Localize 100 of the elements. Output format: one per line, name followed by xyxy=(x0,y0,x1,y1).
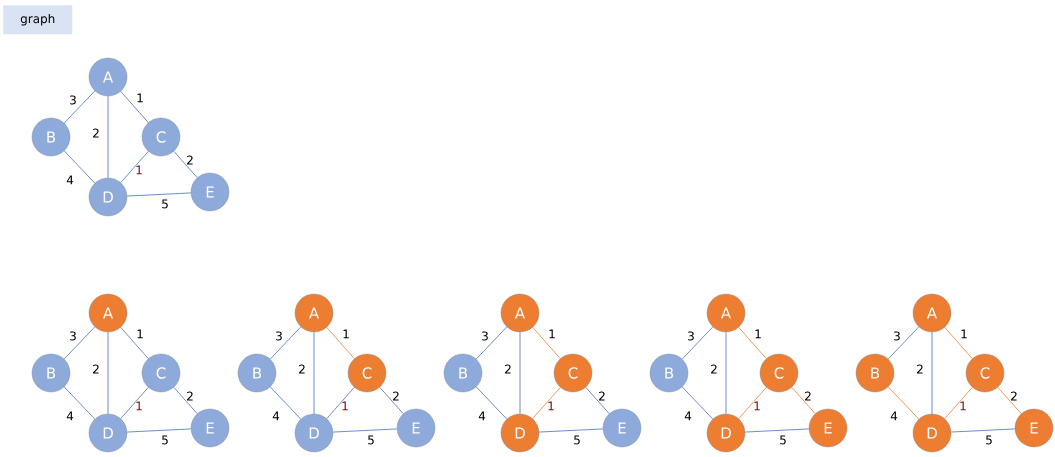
graph-edge xyxy=(738,387,767,419)
edge-weight: 1 xyxy=(137,329,143,339)
edge-weight: 2 xyxy=(187,155,193,165)
graph-edge xyxy=(944,327,973,359)
graph-vertex: C xyxy=(759,353,799,393)
edge-weight: 1 xyxy=(342,401,348,411)
edge-weight: 1 xyxy=(343,329,349,339)
graph-edge xyxy=(63,150,96,184)
edge-weight: 1 xyxy=(754,401,760,411)
graph-edge xyxy=(269,326,302,360)
edge-weight: 3 xyxy=(276,331,282,341)
edge-weight: 4 xyxy=(66,175,74,185)
graph-vertex: E xyxy=(808,408,848,448)
graph-vertex: B xyxy=(443,353,483,393)
edge-weight: 2 xyxy=(93,364,99,374)
graph-vertex: C xyxy=(141,353,181,393)
graph-edge xyxy=(126,192,192,197)
edge-weight: 1 xyxy=(136,401,142,411)
edge-weight: 2 xyxy=(393,391,399,401)
graph-edge xyxy=(950,428,1016,433)
graph-edge xyxy=(63,386,96,420)
graph-edge xyxy=(120,327,149,359)
edge-weight: 3 xyxy=(482,331,488,341)
graph-edge xyxy=(538,428,604,433)
graph-edge xyxy=(107,95,109,179)
edge-weight: 4 xyxy=(890,411,898,421)
graph-edge xyxy=(326,327,355,359)
graph-vertex: E xyxy=(190,172,230,212)
graph-vertex: A xyxy=(294,293,334,333)
edge-weight: 4 xyxy=(272,411,280,421)
graph-vertex: B xyxy=(855,353,895,393)
graph-edge xyxy=(744,428,810,433)
edge-weight: 1 xyxy=(548,401,554,411)
graph-vertex: A xyxy=(706,293,746,333)
graph-edge xyxy=(379,386,404,415)
graph-edge xyxy=(120,387,149,419)
edge-weight: 2 xyxy=(917,364,923,374)
graph-edge xyxy=(63,326,96,360)
graph-edge xyxy=(173,150,198,179)
graph-edge xyxy=(126,428,192,433)
edge-weight: 2 xyxy=(187,391,193,401)
graph-edge xyxy=(725,331,727,415)
graph-vertex: D xyxy=(500,413,540,453)
graph-edge xyxy=(997,386,1022,415)
graph-vertex: C xyxy=(347,353,387,393)
edge-weight: 2 xyxy=(299,364,305,374)
graph-vertex: D xyxy=(912,413,952,453)
graph-vertex: A xyxy=(88,57,128,97)
graph-edge xyxy=(326,387,355,419)
graph-edge xyxy=(681,326,714,360)
graph-vertex: E xyxy=(190,408,230,448)
graph-edge xyxy=(887,326,920,360)
graph-edge xyxy=(738,327,767,359)
graph-edge xyxy=(332,428,398,433)
graph-edge xyxy=(681,386,714,420)
graph-vertex: D xyxy=(706,413,746,453)
edge-weight: 1 xyxy=(961,329,967,339)
graph-edge xyxy=(120,91,149,123)
edge-weight: 1 xyxy=(755,329,761,339)
edge-weight: 5 xyxy=(162,199,168,209)
title-box: graph xyxy=(3,5,73,35)
graph-vertex: B xyxy=(31,353,71,393)
graph-edge xyxy=(532,387,561,419)
graph-vertex: D xyxy=(88,177,128,217)
graph-edge xyxy=(120,151,149,183)
edge-weight: 1 xyxy=(549,329,555,339)
graph-vertex: C xyxy=(141,117,181,157)
graph-edge xyxy=(791,386,816,415)
edge-weight: 5 xyxy=(162,435,168,445)
graph-edge xyxy=(887,386,920,420)
edge-weight: 4 xyxy=(66,411,74,421)
graph-edge xyxy=(173,386,198,415)
graph-vertex: E xyxy=(396,408,436,448)
graph-vertex: B xyxy=(649,353,689,393)
edge-weight: 2 xyxy=(599,391,605,401)
graph-edge xyxy=(269,386,302,420)
edge-weight: 3 xyxy=(894,331,900,341)
edge-weight: 5 xyxy=(574,435,580,445)
graph-edge xyxy=(519,331,521,415)
edge-weight: 1 xyxy=(137,93,143,103)
graph-vertex: A xyxy=(88,293,128,333)
graph-edge xyxy=(944,387,973,419)
graph-edge xyxy=(475,386,508,420)
graph-vertex: A xyxy=(912,293,952,333)
edge-weight: 4 xyxy=(478,411,486,421)
graph-edge xyxy=(313,331,315,415)
edge-weight: 5 xyxy=(368,435,374,445)
edge-weight: 2 xyxy=(1011,391,1017,401)
graph-edge xyxy=(475,326,508,360)
edge-weight: 1 xyxy=(960,401,966,411)
graph-edge xyxy=(585,386,610,415)
graph-vertex: B xyxy=(31,117,71,157)
graph-edge xyxy=(931,331,933,415)
graph-vertex: C xyxy=(965,353,1005,393)
graph-vertex: D xyxy=(294,413,334,453)
graph-vertex: C xyxy=(553,353,593,393)
edge-weight: 5 xyxy=(780,435,786,445)
graph-vertex: A xyxy=(500,293,540,333)
edge-weight: 2 xyxy=(805,391,811,401)
graph-edge xyxy=(63,90,96,124)
